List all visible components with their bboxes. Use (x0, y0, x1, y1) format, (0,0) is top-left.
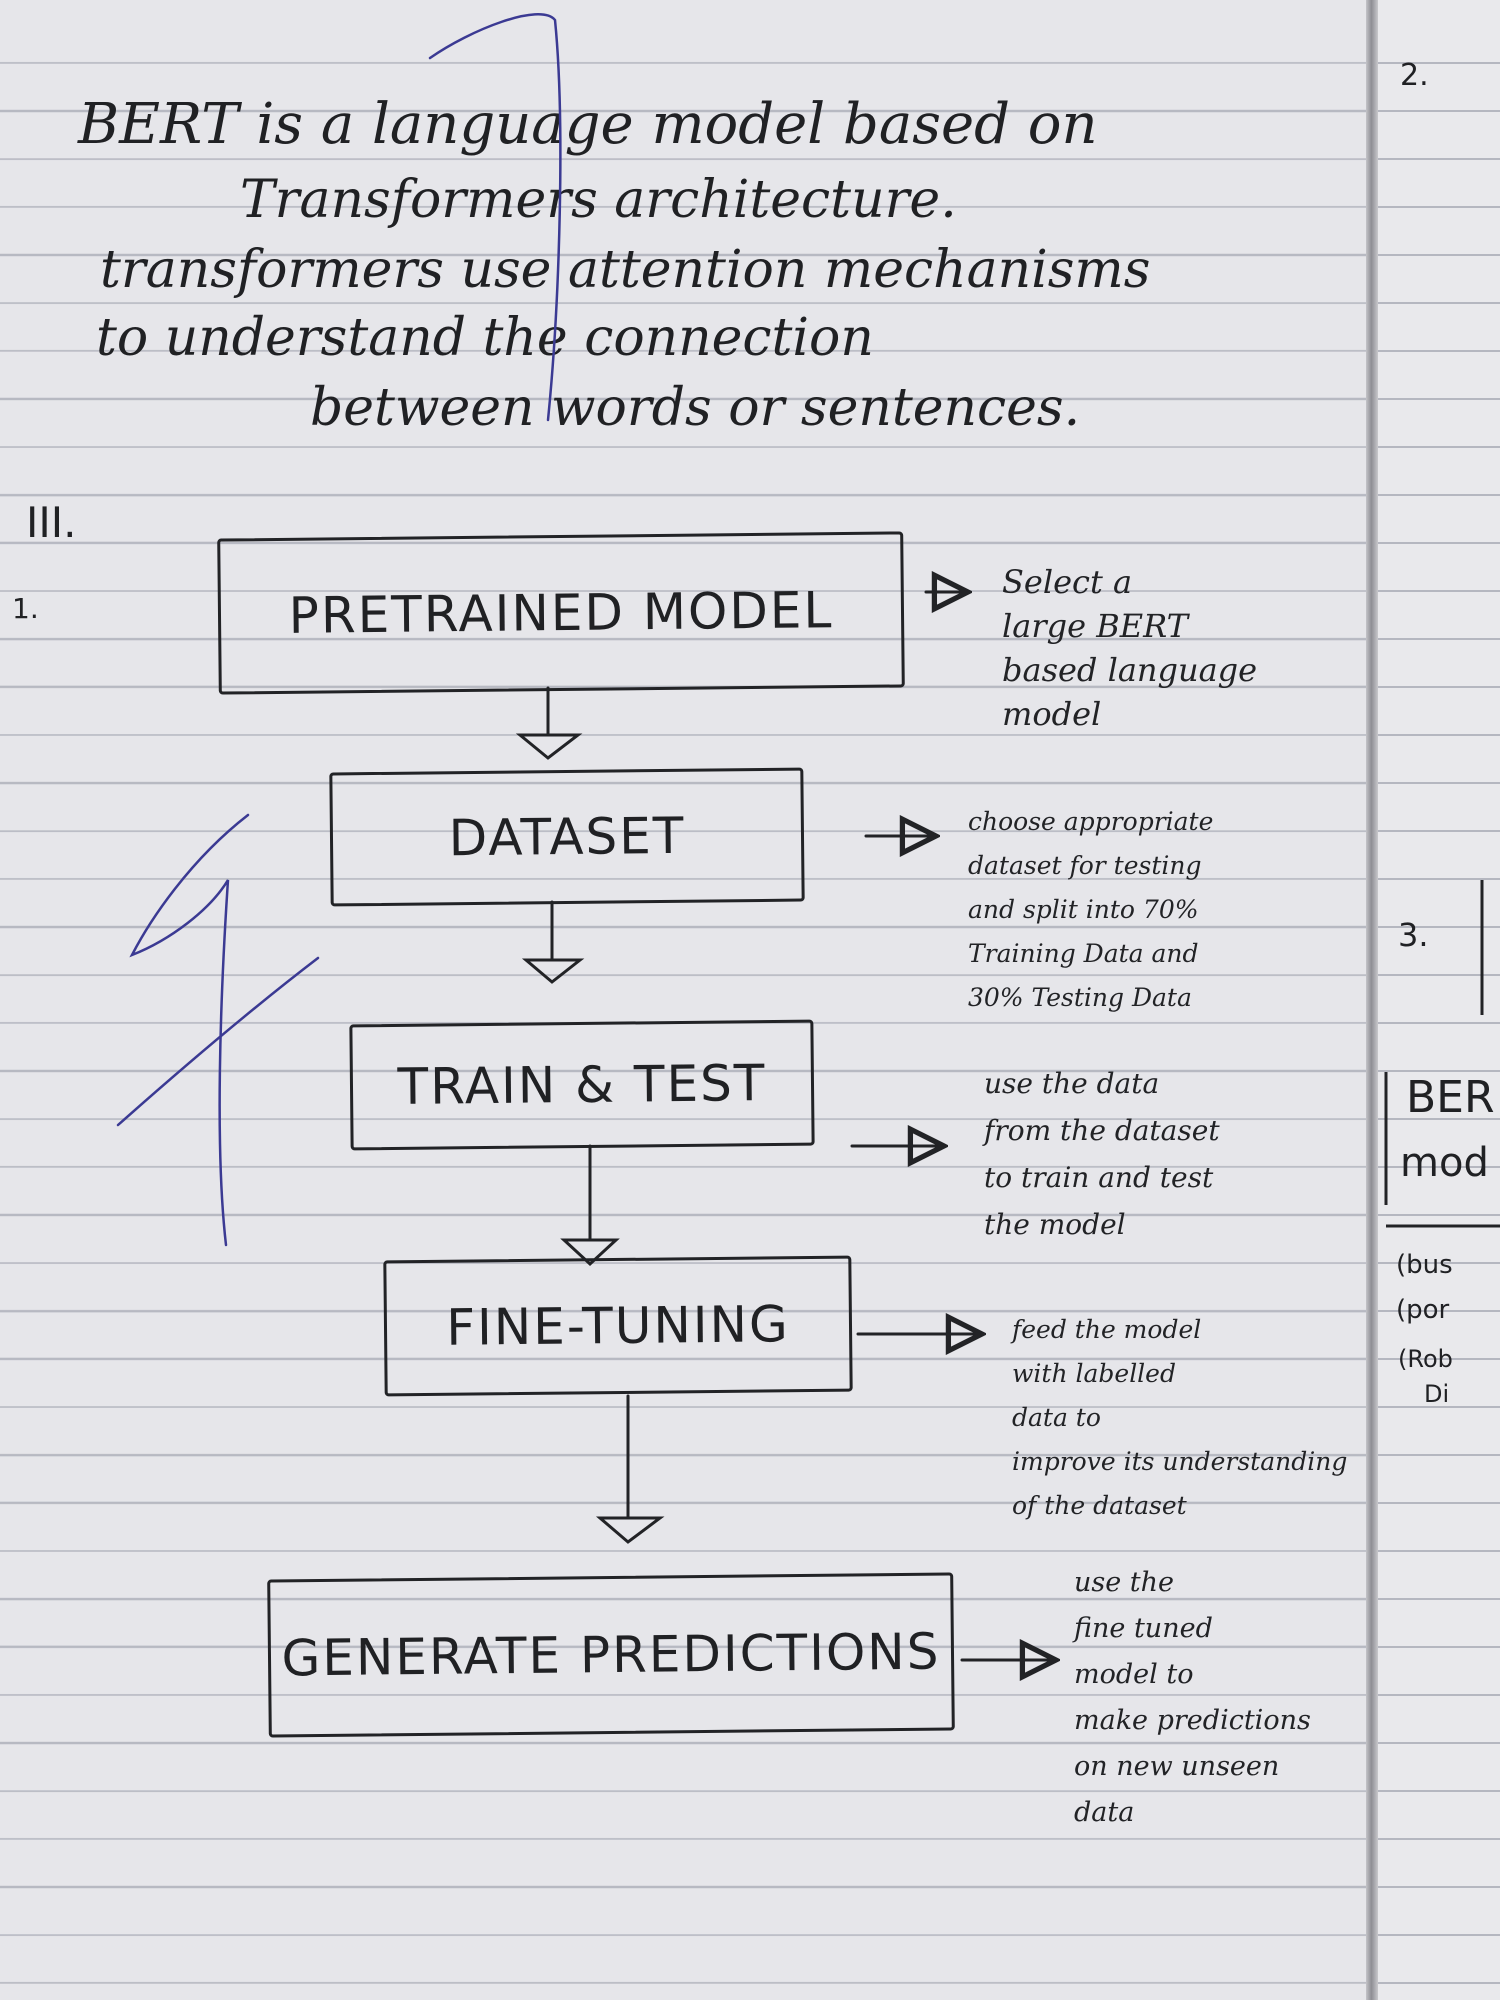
section-roman-numeral: III. (26, 498, 77, 547)
step-note-generate-predictions: use the fine tuned model to make predict… (1074, 1567, 1311, 1828)
intro-line-2: Transformers architecture. (240, 170, 957, 230)
intro-line-4: to understand the connection (96, 308, 874, 368)
flow-arrow-4 (595, 1394, 665, 1544)
notebook-page (0, 0, 1372, 2000)
step-note-train-test: use the data from the dataset to train a… (984, 1067, 1220, 1241)
next-page-item-number: 3. (1398, 916, 1429, 954)
step-note-fine-tuning: feed the model with labelled data to imp… (1012, 1315, 1348, 1520)
intro-line-1: BERT is a language model based on (78, 92, 1098, 157)
next-page-note-4: Di (1424, 1380, 1450, 1408)
intro-line-5: between words or sentences. (310, 378, 1081, 438)
next-page-note-3: (Rob (1398, 1345, 1453, 1373)
blue-pen-marks (116, 13, 562, 1247)
next-page-note-2: (por (1396, 1295, 1450, 1325)
next-notebook-page: 2. 3. BER mod (bus (por (Rob Di (1376, 0, 1500, 2000)
next-page-number: 2. (1400, 58, 1429, 93)
next-page-strokes (1384, 880, 1500, 1228)
item-number: 1. (12, 592, 39, 625)
step-note-dataset: choose appropriate dataset for testing a… (968, 807, 1214, 1012)
next-page-box-text-2: mod (1400, 1140, 1489, 1186)
flow-arrow-2 (521, 900, 585, 984)
flow-arrow-3 (560, 1144, 620, 1267)
step-note-pretrained-model: Select a large BERT based language model (1002, 563, 1258, 733)
flow-arrow-1 (515, 686, 583, 760)
next-page-box-text-1: BER (1406, 1072, 1495, 1123)
notebook-spine (1366, 0, 1378, 2000)
next-page-note-1: (bus (1396, 1250, 1453, 1280)
intro-line-3: transformers use attention mechanisms (100, 240, 1151, 300)
